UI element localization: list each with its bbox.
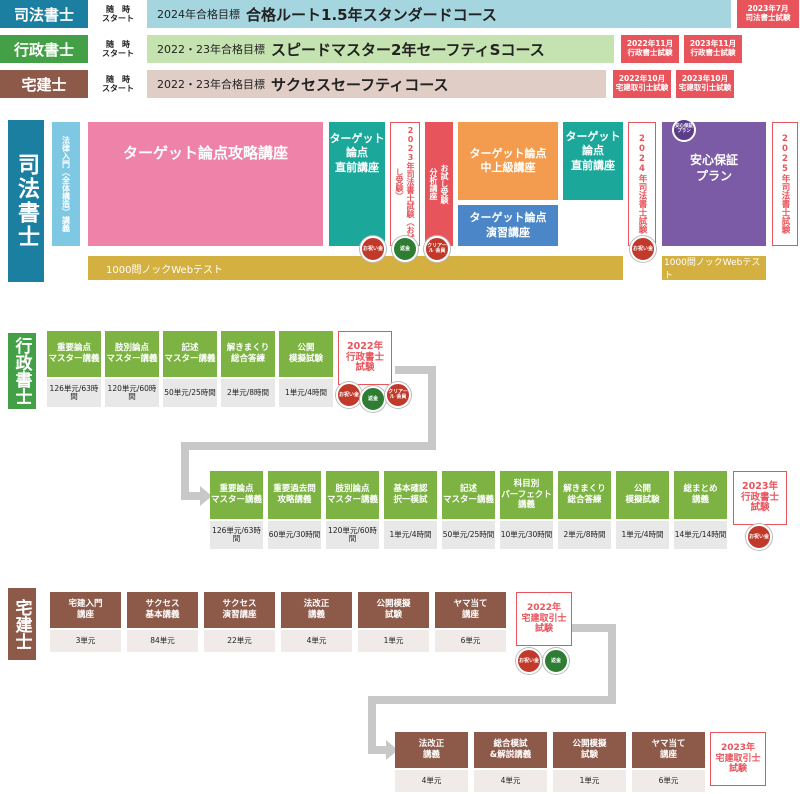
course-name: 宅建入門 講座 <box>50 592 121 628</box>
course-unit: 2単元/8時間 <box>558 521 611 549</box>
course-name: サクセス 基本講義 <box>127 592 198 628</box>
course-unit: 126単元/63時間 <box>210 521 263 549</box>
header-course-bar: 2022・23年合格目標スピードマスター2年セーフティSコース <box>147 35 614 63</box>
course-unit: 84単元 <box>127 630 198 652</box>
header-tag: 司法書士 <box>0 0 88 28</box>
shiho-exam-2024: 2024年司法書士試験 <box>628 122 656 246</box>
course-name: 重要論点 マスター講義 <box>47 331 101 377</box>
course-unit: 14単元/14時間 <box>674 521 727 549</box>
course-name: 公開 模擬試験 <box>616 471 669 519</box>
shiho-bunseki: お試し受験 分析講座 <box>425 122 453 246</box>
course-unit: 10単元/30時間 <box>500 521 553 549</box>
course-name: 法改正 講義 <box>395 732 468 768</box>
course-name: サクセス 演習講座 <box>204 592 275 628</box>
header-target: 2024年合格目標 <box>157 8 240 21</box>
course-unit: 50単元/25時間 <box>163 379 217 407</box>
course-unit: 6単元 <box>435 630 506 652</box>
course-name: 重要論点 マスター講義 <box>210 471 263 519</box>
course-unit: 6単元 <box>632 770 705 792</box>
shiho-chokuzen-2: ターゲット 論点 直前講座 <box>563 122 623 200</box>
course-unit: 120単元/60時間 <box>105 379 159 407</box>
course-unit: 126単元/63時間 <box>47 379 101 407</box>
course-name: 肢別論点 マスター講義 <box>326 471 379 519</box>
course-unit: 1単元/4時間 <box>384 521 437 549</box>
shiho-knock-bar-1: 1000問ノックWebテスト <box>88 256 623 280</box>
course-name: 公開模擬 試験 <box>553 732 626 768</box>
course-name: 基本確認 択一模試 <box>384 471 437 519</box>
shiho-main-course: ターゲット論点攻略講座 <box>88 122 323 246</box>
shiho-enshu: ターゲット論点 演習講座 <box>458 205 558 246</box>
course-name: 解きまくり 総合答練 <box>221 331 275 377</box>
header-timing: 随 時 スタート <box>102 39 134 58</box>
header-tag: 宅建士 <box>0 70 88 98</box>
takken-badge-oiwai: お祝い金 <box>516 648 542 674</box>
header-target: 2022・23年合格目標 <box>157 43 265 56</box>
course-unit: 60単元/30時間 <box>268 521 321 549</box>
takken-exam-2022: 2022年 宅建取引士 試験 <box>516 592 572 646</box>
header-exam: 2022年11月 行政書士試験 <box>621 35 679 63</box>
shiho-badge-clear: クリアール 会員 <box>424 236 450 262</box>
header-exam: 2023年11月 行政書士試験 <box>684 35 742 63</box>
shiho-intro-block: 法律入門（全体構造）講義 <box>52 122 80 246</box>
shiho-badge-oiwai: お祝い金 <box>360 236 386 262</box>
header-course-name: 合格ルート1.5年スタンダードコース <box>246 5 497 24</box>
course-name: 記述 マスター講義 <box>442 471 495 519</box>
course-unit: 4単元 <box>474 770 547 792</box>
anshin-icon: 安心保証プラン <box>672 118 696 142</box>
shiho-section-title: 司法書士 <box>8 120 44 282</box>
course-name: 公開 模擬試験 <box>279 331 333 377</box>
header-course-bar: 2022・23年合格目標サクセスセーフティコース <box>147 70 606 98</box>
takken-section-title: 宅建士 <box>8 588 36 660</box>
course-unit: 1単元/4時間 <box>616 521 669 549</box>
header-course-name: サクセスセーフティコース <box>271 75 449 94</box>
takken-badge-henkin: 返金 <box>543 648 569 674</box>
course-unit: 2単元/8時間 <box>221 379 275 407</box>
shiho-exam-2023: 2023年司法書士試験（お試し受験） <box>390 122 420 246</box>
takken-exam-2023: 2023年 宅建取引士 試験 <box>710 732 766 786</box>
shiho-jokyu: ターゲット論点 中上級講座 <box>458 122 558 200</box>
course-name: 総まとめ 講義 <box>674 471 727 519</box>
header-timing: 随 時 スタート <box>102 4 134 23</box>
course-name: 肢別論点 マスター講義 <box>105 331 159 377</box>
header-course-bar: 2024年合格目標合格ルート1.5年スタンダードコース <box>147 0 731 28</box>
course-unit: 1単元 <box>553 770 626 792</box>
course-name: ヤマ当て 講座 <box>435 592 506 628</box>
gyosei-section-title: 行政書士 <box>8 333 36 409</box>
header-tag: 行政書士 <box>0 35 88 63</box>
course-name: 解きまくり 総合答練 <box>558 471 611 519</box>
shiho-chokuzen-1: ターゲット 論点 直前講座 <box>329 122 385 246</box>
gyosei-badge-oiwai-2: お祝い金 <box>746 524 772 550</box>
header-target: 2022・23年合格目標 <box>157 78 265 91</box>
course-name: 記述 マスター講義 <box>163 331 217 377</box>
course-unit: 50単元/25時間 <box>442 521 495 549</box>
course-unit: 22単元 <box>204 630 275 652</box>
course-name: ヤマ当て 講座 <box>632 732 705 768</box>
course-unit: 4単元 <box>281 630 352 652</box>
header-exam: 2022年10月 宅建取引士試験 <box>613 70 671 98</box>
gyosei-exam-2023: 2023年 行政書士 試験 <box>733 471 787 525</box>
course-unit: 3単元 <box>50 630 121 652</box>
course-unit: 1単元 <box>358 630 429 652</box>
course-name: 総合模試 &解説講義 <box>474 732 547 768</box>
header-exam: 2023年7月 司法書士試験 <box>737 0 799 28</box>
header-timing: 随 時 スタート <box>102 74 134 93</box>
shiho-anshin: 安心保証 プラン <box>662 122 766 246</box>
course-name: 重要過去問 攻略講義 <box>268 471 321 519</box>
course-name: 科目別 パーフェクト講義 <box>500 471 553 519</box>
shiho-badge-oiwai-2: お祝い金 <box>630 236 656 262</box>
course-unit: 1単元/4時間 <box>279 379 333 407</box>
shiho-exam-2025: 2025年司法書士試験 <box>772 122 798 246</box>
course-unit: 120単元/60時間 <box>326 521 379 549</box>
course-unit: 4単元 <box>395 770 468 792</box>
header-exam: 2023年10月 宅建取引士試験 <box>676 70 734 98</box>
header-course-name: スピードマスター2年セーフティSコース <box>271 40 545 59</box>
gyosei-badge-clear: クリアール 会員 <box>385 382 411 408</box>
shiho-badge-henkin: 返金 <box>392 236 418 262</box>
shiho-knock-bar-2: 1000問ノックWebテスト <box>662 256 766 281</box>
course-name: 公開模擬 試験 <box>358 592 429 628</box>
course-name: 法改正 講義 <box>281 592 352 628</box>
gyosei-exam-2022: 2022年 行政書士 試験 <box>338 331 392 385</box>
